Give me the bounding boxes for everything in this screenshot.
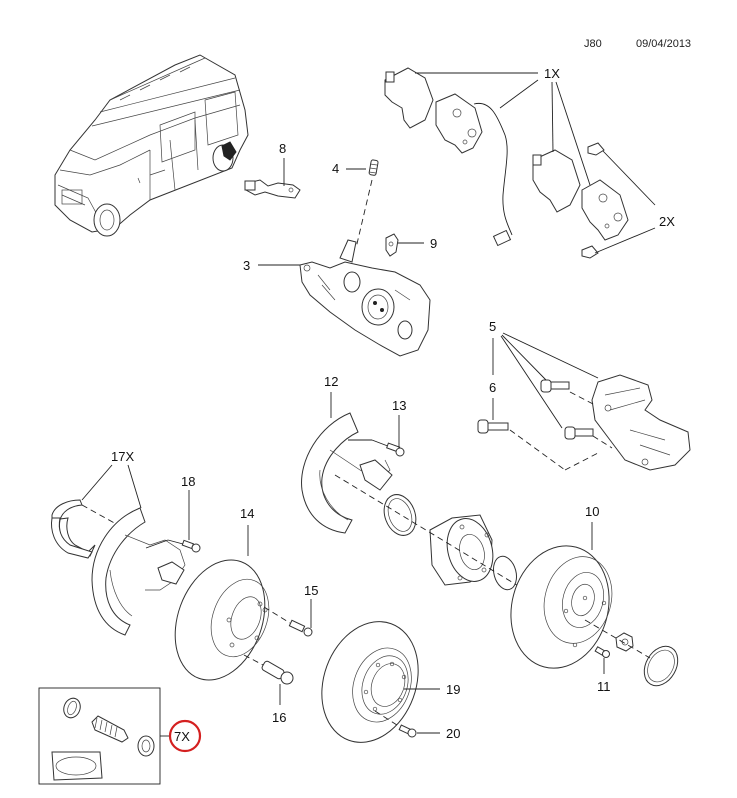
part-15-screw bbox=[288, 619, 313, 637]
callout-11: 11 bbox=[597, 679, 611, 694]
callout-20: 20 bbox=[446, 726, 460, 741]
part-hub-nut bbox=[615, 632, 634, 652]
part-12-dust-shield bbox=[301, 412, 393, 534]
diagram-date: 09/04/2013 bbox=[636, 38, 692, 50]
part-9-clip bbox=[385, 233, 399, 257]
part-8-sensor-bracket bbox=[244, 179, 301, 199]
callout-18: 18 bbox=[181, 474, 195, 489]
callout-7x: 7X bbox=[174, 729, 190, 744]
callout-5: 5 bbox=[489, 319, 496, 334]
callout-13: 13 bbox=[392, 398, 406, 413]
callout-12: 12 bbox=[324, 374, 338, 389]
callout-6: 6 bbox=[489, 380, 496, 395]
callout-16: 16 bbox=[272, 710, 286, 725]
part-17-brake-shoes bbox=[51, 499, 96, 559]
part-3-caliper bbox=[299, 239, 431, 357]
part-5-bolts bbox=[540, 379, 594, 440]
callout-8: 8 bbox=[279, 141, 286, 156]
callout-19: 19 bbox=[446, 682, 460, 697]
part-10-brake-disc bbox=[510, 545, 613, 669]
callout-2x: 2X bbox=[659, 214, 675, 229]
part-1-brake-pads bbox=[384, 67, 629, 247]
part-13-screw bbox=[386, 442, 405, 457]
part-14-brake-disc bbox=[174, 559, 270, 681]
callout-3: 3 bbox=[243, 258, 250, 273]
part-circlip bbox=[492, 555, 518, 591]
part-11-screw bbox=[594, 646, 610, 658]
van-illustration bbox=[54, 54, 249, 237]
callout-1x: 1X bbox=[544, 66, 560, 81]
callout-15: 15 bbox=[304, 583, 318, 598]
part-wheel-hub bbox=[429, 514, 494, 586]
callout-9: 9 bbox=[430, 236, 437, 251]
part-seal-ring bbox=[383, 494, 417, 536]
part-18-screw bbox=[181, 539, 201, 553]
part-4-bleed-screw bbox=[368, 159, 379, 176]
highlight-circle-7x bbox=[168, 719, 202, 753]
callout-4: 4 bbox=[332, 161, 339, 176]
callout-17x: 17X bbox=[111, 449, 134, 464]
part-6-bolt bbox=[477, 419, 509, 434]
part-5-caliper-carrier bbox=[591, 374, 691, 471]
part-19-brake-drum bbox=[321, 621, 419, 743]
callout-14: 14 bbox=[240, 506, 254, 521]
part-7-repair-kit bbox=[38, 687, 161, 785]
part-dust-cap bbox=[643, 645, 679, 687]
diagram-code: J80 bbox=[584, 38, 602, 50]
part-2-clips bbox=[581, 142, 605, 259]
callout-10: 10 bbox=[585, 504, 599, 519]
part-20-screw bbox=[398, 724, 417, 738]
part-backing-plate bbox=[91, 507, 186, 636]
part-16-wheel-stud bbox=[261, 660, 294, 685]
